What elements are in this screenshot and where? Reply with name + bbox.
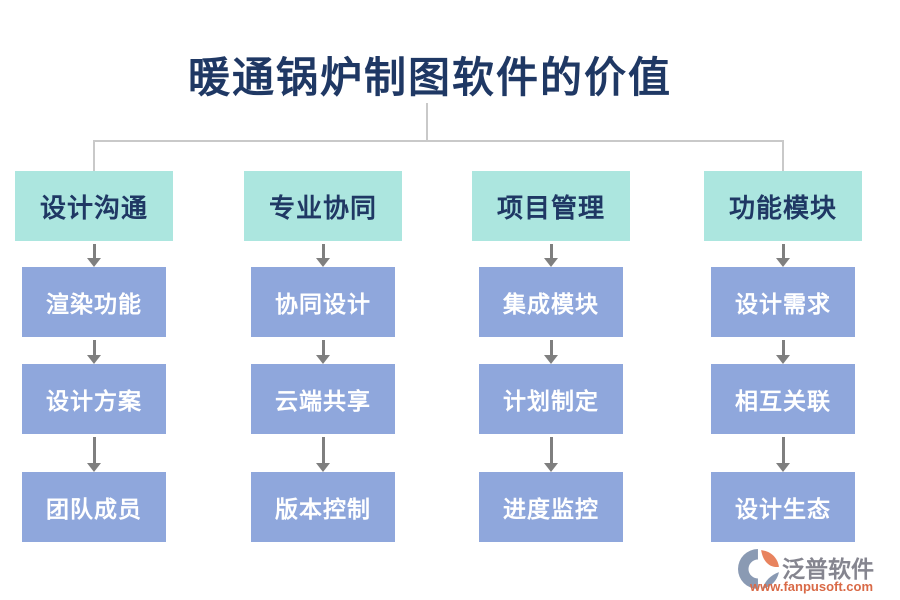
diagram-node: 设计方案 (22, 364, 166, 434)
column-header: 设计沟通 (15, 171, 173, 241)
diagram-column-design-communication: 设计沟通 渲染功能 设计方案 团队成员 (15, 171, 173, 542)
diagram-node: 渲染功能 (22, 267, 166, 337)
arrow-stem (92, 437, 96, 463)
arrow-stem (92, 340, 96, 355)
arrow-down-icon (316, 337, 330, 364)
arrow-down-icon (544, 434, 558, 472)
connector-line-horizontal (93, 140, 784, 142)
diagram-node: 相互关联 (711, 364, 855, 434)
column-header: 功能模块 (704, 171, 862, 241)
diagram-column-project-management: 项目管理 集成模块 计划制定 进度监控 (472, 171, 630, 542)
watermark: 泛普软件 www.fanpusoft.com (738, 546, 888, 594)
arrow-stem (549, 340, 553, 355)
column-header: 项目管理 (472, 171, 630, 241)
arrow-stem (781, 244, 785, 258)
diagram-node: 设计需求 (711, 267, 855, 337)
diagram-title: 暖通锅炉制图软件的价值 (187, 53, 672, 102)
arrow-stem (92, 244, 96, 258)
arrow-stem (321, 340, 325, 355)
arrow-stem (549, 437, 553, 463)
diagram-node: 协同设计 (251, 267, 395, 337)
arrow-down-icon (316, 241, 330, 267)
diagram-node: 计划制定 (479, 364, 623, 434)
brand-url: www.fanpusoft.com (750, 579, 874, 594)
arrow-stem (781, 437, 785, 463)
diagram-node: 版本控制 (251, 472, 395, 542)
arrow-stem (321, 244, 325, 258)
arrow-down-icon (544, 337, 558, 364)
arrow-head (544, 258, 558, 267)
arrow-head (776, 463, 790, 472)
arrow-down-icon (87, 434, 101, 472)
diagram-node: 设计生态 (711, 472, 855, 542)
arrow-stem (781, 340, 785, 355)
arrow-down-icon (87, 241, 101, 267)
arrow-head (87, 463, 101, 472)
arrow-stem (549, 244, 553, 258)
diagram-column-function-modules: 功能模块 设计需求 相互关联 设计生态 (704, 171, 862, 542)
arrow-down-icon (87, 337, 101, 364)
arrow-down-icon (776, 434, 790, 472)
diagram-node: 云端共享 (251, 364, 395, 434)
arrow-head (776, 355, 790, 364)
diagram-node: 进度监控 (479, 472, 623, 542)
arrow-down-icon (776, 241, 790, 267)
arrow-head (87, 258, 101, 267)
arrow-head (776, 258, 790, 267)
arrow-head (316, 463, 330, 472)
diagram-node: 团队成员 (22, 472, 166, 542)
arrow-stem (321, 437, 325, 463)
arrow-head (87, 355, 101, 364)
diagram-column-professional-collaboration: 专业协同 协同设计 云端共享 版本控制 (244, 171, 402, 542)
connector-line-title (426, 103, 428, 141)
arrow-head (544, 355, 558, 364)
arrow-down-icon (776, 337, 790, 364)
arrow-down-icon (316, 434, 330, 472)
arrow-head (316, 355, 330, 364)
diagram-node: 集成模块 (479, 267, 623, 337)
fanpu-logo-icon (738, 549, 779, 589)
arrow-head (544, 463, 558, 472)
column-header: 专业协同 (244, 171, 402, 241)
connector-line-left-drop (93, 140, 95, 172)
brand-name: 泛普软件 (782, 557, 874, 583)
arrow-head (316, 258, 330, 267)
arrow-down-icon (544, 241, 558, 267)
connector-line-right-drop (782, 140, 784, 172)
